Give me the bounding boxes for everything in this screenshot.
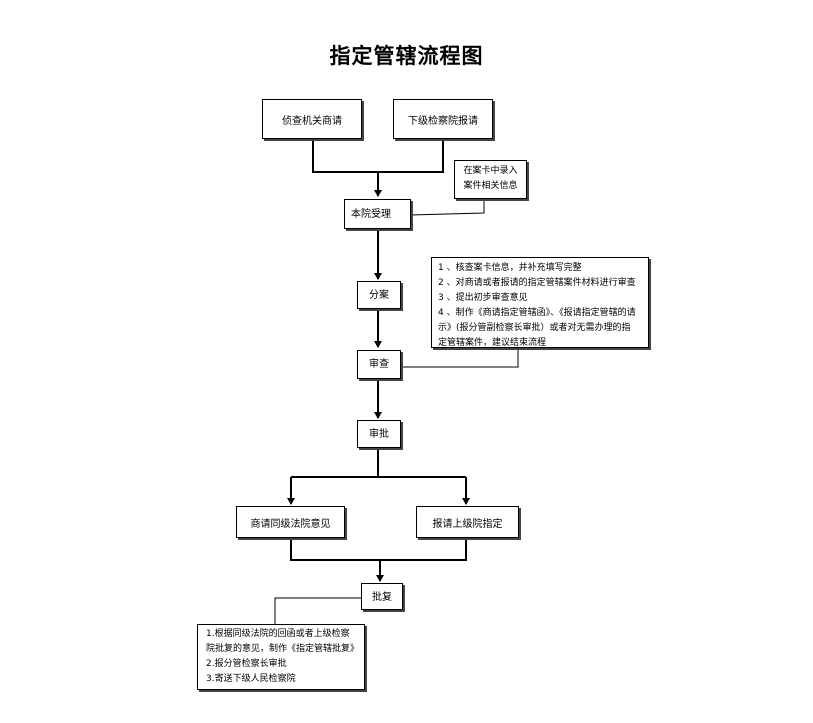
- note-reply-steps: 1.根据同级法院的回函或者上级检察 院批复的意见，制作《指定管辖批复》 2.报分…: [197, 624, 365, 690]
- node-label: 下级检察院报请: [408, 115, 478, 127]
- node-consult-same-level-court: 商请同级法院意见: [236, 506, 345, 538]
- note-review-steps: 1 、核查案卡信息，并补充填写完整 2 、对商请或者报请的指定管辖案件材料进行审…: [431, 257, 649, 348]
- edge-top-merge: [312, 139, 444, 173]
- note-line: 2.报分管检察长审批: [206, 659, 287, 669]
- node-assign-case: 分案: [357, 281, 401, 309]
- node-label: 侦查机关商请: [282, 115, 342, 127]
- note-line: 4 、制作《商请指定管辖函》、《报请指定管辖的请: [438, 308, 636, 318]
- node-label: 批复: [372, 592, 392, 603]
- node-lower-procuratorate-report: 下级检察院报请: [393, 99, 493, 139]
- note-line: 在案卡中录入: [463, 166, 518, 176]
- node-report-superior-court: 报请上级院指定: [416, 506, 519, 538]
- node-label: 审批: [369, 429, 389, 440]
- note-line: 示》(报分管副检察长审批）或者对无需办理的指: [438, 323, 631, 333]
- note-case-card: 在案卡中录入 案件相关信息: [454, 160, 527, 199]
- note-connector-review: [401, 348, 519, 368]
- note-line: 2 、对商请或者报请的指定管辖案件材料进行审查: [438, 278, 636, 288]
- node-label: 分案: [369, 290, 389, 301]
- note-line: 院批复的意见，制作《指定管辖批复》: [206, 644, 360, 654]
- node-court-acceptance: 本院受理: [344, 199, 411, 229]
- edge-approval-split: [291, 448, 466, 478]
- note-connector-case-card: [409, 199, 485, 216]
- node-investigation-consult: 侦查机关商请: [262, 99, 362, 139]
- diagram-title: 指定管辖流程图: [329, 44, 484, 68]
- node-approval: 审批: [357, 420, 401, 448]
- node-label: 审查: [369, 359, 389, 370]
- node-review: 审查: [357, 350, 401, 379]
- edge-merge-bottom: [290, 538, 467, 561]
- note-line: 3 、提出初步审查意见: [438, 293, 528, 303]
- node-label: 商请同级法院意见: [250, 518, 331, 530]
- note-line: 3.寄送下级人民检察院: [206, 674, 296, 684]
- note-connector-reply: [274, 597, 361, 624]
- node-label: 本院受理: [351, 209, 391, 220]
- note-line: 1 、核查案卡信息，并补充填写完整: [438, 263, 582, 273]
- note-line: 定管辖案件，建议结束流程: [438, 338, 547, 348]
- note-line: 案件相关信息: [463, 181, 518, 191]
- note-line: 1.根据同级法院的回函或者上级检察: [206, 629, 350, 639]
- node-label: 报请上级院指定: [432, 518, 503, 530]
- node-reply: 批复: [361, 583, 403, 610]
